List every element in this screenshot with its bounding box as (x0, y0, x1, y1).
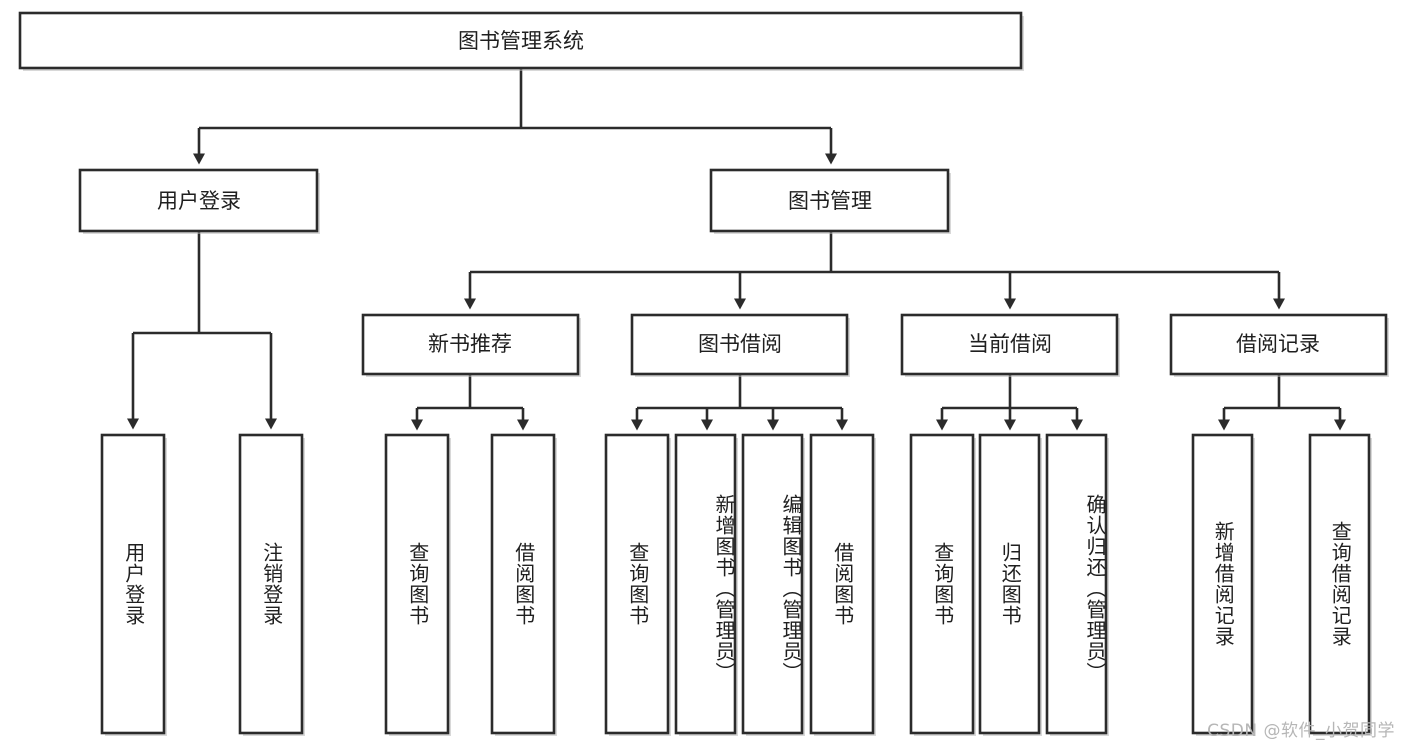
node-current-borrow-label: 当前借阅 (968, 332, 1052, 356)
leaf-user-login-1[interactable] (100, 433, 167, 736)
leaf-current-borrow-1[interactable] (909, 433, 976, 736)
leaf-new-book-2[interactable] (490, 433, 557, 736)
node-user-login-label: 用户登录 (157, 189, 241, 213)
node-user-login[interactable]: 用户登录 (78, 168, 320, 234)
node-borrow-record-label: 借阅记录 (1236, 332, 1320, 356)
connectors-borrowrecord-to-leaves (1218, 375, 1346, 431)
leaf-borrow-record-1[interactable] (1191, 433, 1255, 736)
connectors-root-to-level2 (193, 68, 837, 165)
node-book-borrow[interactable]: 图书借阅 (630, 313, 850, 377)
node-root-label: 图书管理系统 (458, 29, 584, 53)
leaf-current-borrow-3[interactable] (1045, 433, 1109, 736)
leaf-borrow-record-2[interactable] (1308, 433, 1372, 736)
connectors-bookborrow-to-leaves (631, 375, 848, 431)
connectors-currentborrow-to-leaves (936, 375, 1083, 431)
leaf-new-book-1[interactable] (384, 433, 451, 736)
leaf-book-borrow-2[interactable] (674, 433, 738, 736)
node-current-borrow[interactable]: 当前借阅 (900, 313, 1120, 377)
node-borrow-record[interactable]: 借阅记录 (1169, 313, 1389, 377)
leaf-book-borrow-1[interactable] (604, 433, 671, 736)
leaf-current-borrow-2[interactable] (978, 433, 1042, 736)
watermark-text: CSDN @软件_小贺同学 (1207, 721, 1395, 741)
connectors-userlogin-to-leaves (127, 232, 277, 430)
node-root[interactable]: 图书管理系统 (18, 11, 1024, 71)
node-book-management-label: 图书管理 (788, 189, 872, 213)
connectors-bookmgmt-to-level3 (464, 232, 1285, 310)
leaf-book-borrow-4[interactable] (809, 433, 876, 736)
connectors-newbook-to-leaves (411, 375, 529, 431)
leaf-book-borrow-3[interactable] (741, 433, 805, 736)
node-new-book-recommend[interactable]: 新书推荐 (361, 313, 581, 377)
node-book-management[interactable]: 图书管理 (709, 168, 951, 234)
leaf-user-login-2[interactable] (238, 433, 305, 736)
node-new-book-recommend-label: 新书推荐 (428, 332, 512, 356)
node-book-borrow-label: 图书借阅 (698, 332, 782, 356)
